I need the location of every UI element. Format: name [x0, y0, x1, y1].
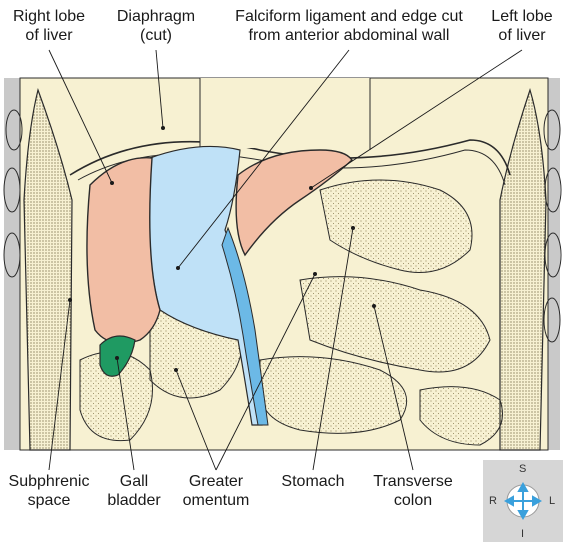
compass-superior-label: S — [519, 463, 526, 475]
compass-right-label: R — [489, 495, 497, 507]
compass-inferior-label: I — [521, 528, 524, 540]
right-lobe-of-liver — [87, 158, 160, 344]
label-stomach: Stomach — [281, 472, 344, 491]
orientation-compass: S I R L — [483, 460, 563, 542]
compass-left-label: L — [549, 495, 555, 507]
